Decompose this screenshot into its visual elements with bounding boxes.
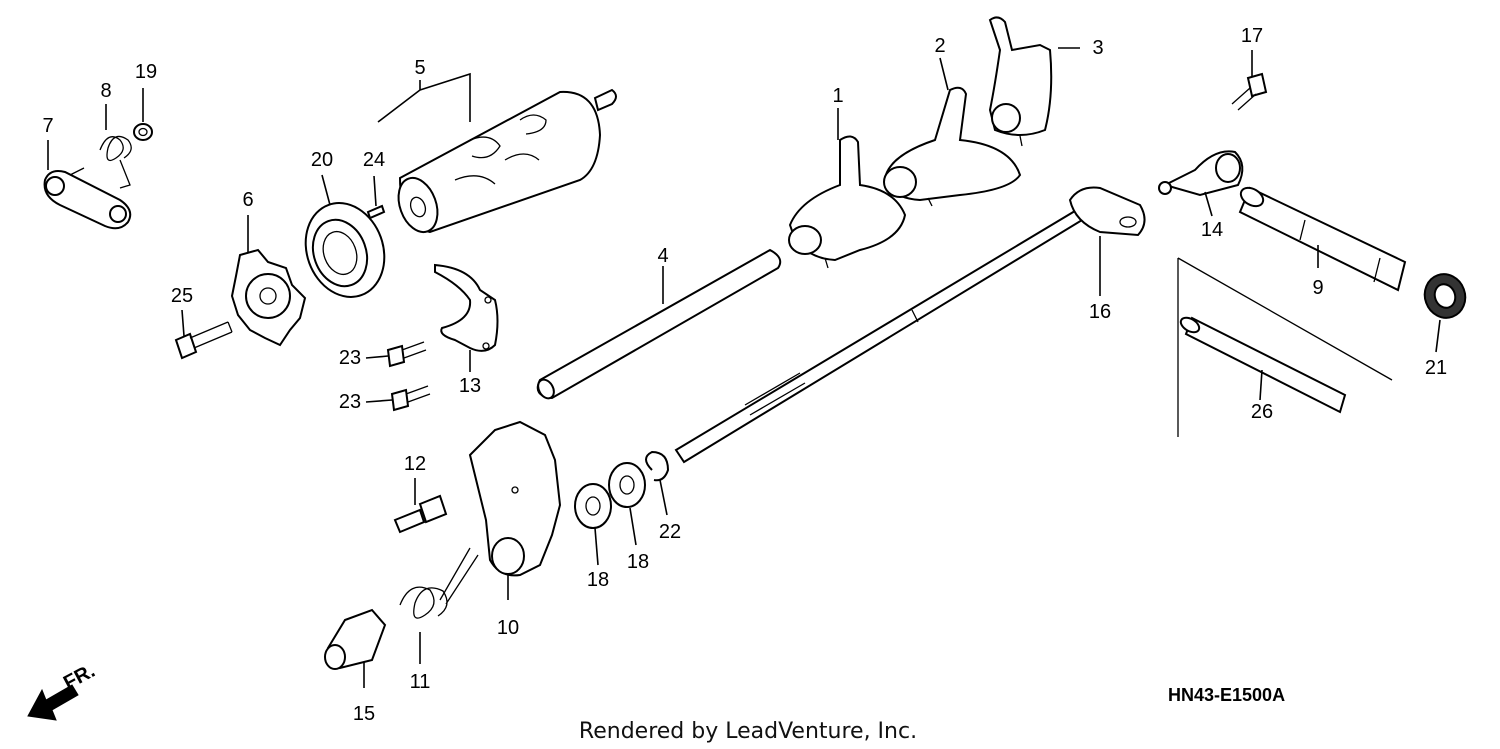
part-12-stud[interactable] <box>393 494 448 534</box>
callout-7: 7 <box>42 115 53 137</box>
part-24-pin[interactable] <box>366 204 386 220</box>
front-arrow-icon <box>27 684 79 721</box>
part-21-oil-seal[interactable] <box>1419 268 1472 323</box>
callout-13: 13 <box>459 375 481 397</box>
callout-25: 25 <box>171 285 193 307</box>
part-6-shift-drum-center[interactable] <box>230 248 307 347</box>
callout-2: 2 <box>934 35 945 57</box>
part-4-fork-shaft[interactable] <box>535 248 782 401</box>
callout-24: 24 <box>363 149 385 171</box>
callout-12: 12 <box>404 453 426 475</box>
part-15-spindle-joint[interactable] <box>324 608 387 670</box>
callout-labels: 1 2 3 4 5 6 7 8 9 10 11 12 13 14 15 16 1… <box>42 25 1447 725</box>
part-16-gearshift-spindle[interactable] <box>674 186 1146 464</box>
callout-19: 19 <box>135 61 157 83</box>
front-direction-indicator: FR. <box>27 660 99 721</box>
callout-9: 9 <box>1312 277 1323 299</box>
part-10-drum-shifter[interactable] <box>468 420 562 577</box>
part-19-washer[interactable] <box>133 123 153 141</box>
callout-23a: 23 <box>339 347 361 369</box>
callout-11: 11 <box>410 671 431 693</box>
part-14-shift-arm[interactable] <box>1158 150 1244 197</box>
callout-15: 15 <box>353 703 375 725</box>
part-18-washer-a[interactable] <box>574 483 612 529</box>
callout-1: 1 <box>832 85 843 107</box>
callout-20: 20 <box>311 149 333 171</box>
part-26-alternate-shaft[interactable] <box>1177 257 1393 437</box>
callout-16: 16 <box>1089 301 1111 323</box>
callout-14: 14 <box>1201 219 1223 241</box>
credit-text: Rendered by LeadVenture, Inc. <box>579 719 917 744</box>
callout-10: 10 <box>497 617 519 639</box>
part-23-bolt-upper[interactable] <box>386 341 427 368</box>
callout-21: 21 <box>1425 357 1447 379</box>
part-22-circlip[interactable] <box>645 450 670 482</box>
part-18-washer-b[interactable] <box>608 462 646 508</box>
part-25-bolt[interactable] <box>174 321 233 360</box>
part-5-shift-drum[interactable] <box>392 88 617 237</box>
part-23-bolt-lower[interactable] <box>390 385 431 412</box>
part-2-shift-fork[interactable] <box>883 86 1022 207</box>
callout-4: 4 <box>657 245 668 267</box>
callout-18a: 18 <box>587 569 609 591</box>
callout-23b: 23 <box>339 391 361 413</box>
callout-6: 6 <box>242 189 253 211</box>
callout-22: 22 <box>659 521 681 543</box>
part-7-stopper-arm[interactable] <box>43 167 132 230</box>
part-17-bolt[interactable] <box>1231 72 1268 111</box>
callout-26: 26 <box>1251 401 1273 423</box>
part-20-bearing[interactable] <box>293 192 397 308</box>
part-8-return-spring[interactable] <box>99 135 132 189</box>
callout-8: 8 <box>100 80 111 102</box>
callout-3: 3 <box>1092 37 1103 59</box>
diagram-code: HN43-E1500A <box>1168 685 1285 705</box>
part-1-shift-fork[interactable] <box>788 135 907 269</box>
part-3-shift-fork[interactable] <box>988 16 1053 147</box>
part-13-drum-plate[interactable] <box>434 263 499 352</box>
part-11-return-spring[interactable] <box>399 547 479 619</box>
callout-18b: 18 <box>627 551 649 573</box>
callout-5: 5 <box>414 57 425 79</box>
leader-lines <box>47 47 1441 688</box>
part-9-shift-shaft[interactable] <box>1238 184 1407 292</box>
callout-17: 17 <box>1241 25 1263 47</box>
